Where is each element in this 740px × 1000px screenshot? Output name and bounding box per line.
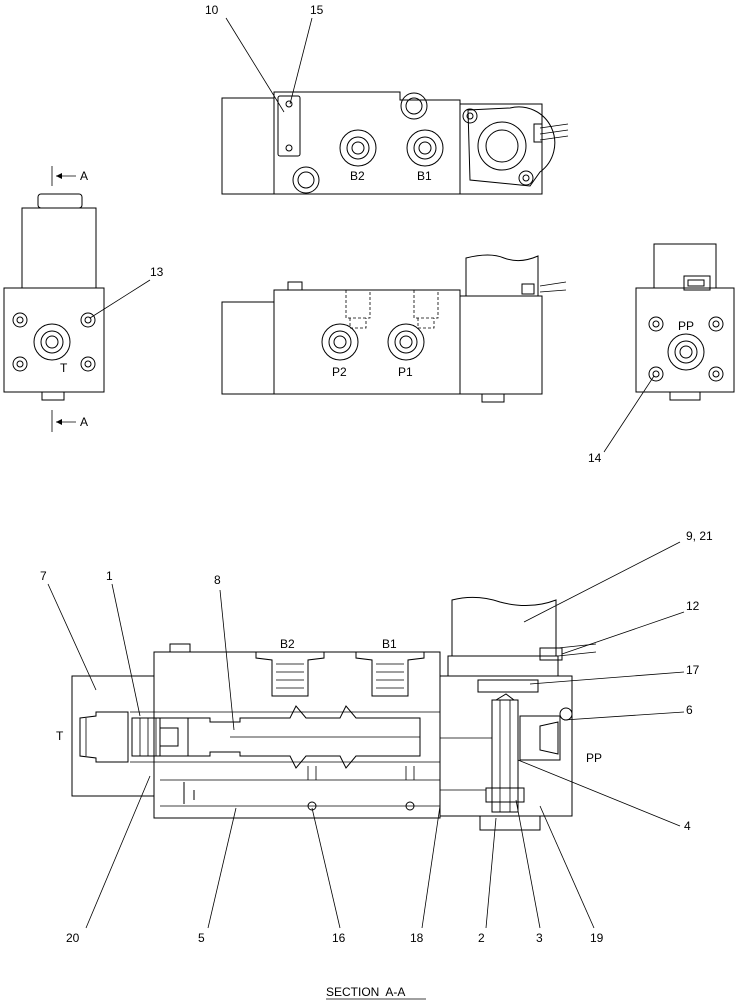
section-title: SECTION A-A (326, 985, 405, 999)
callout-3: 3 (536, 931, 543, 945)
port-label-pp: PP (678, 319, 694, 333)
section-mark-bottom: A (80, 415, 88, 429)
port-label-p2: P2 (332, 365, 347, 379)
callout-16: 16 (332, 931, 346, 945)
section-view: T B2 B1 PP (40, 529, 713, 1000)
left-end-view: T A A 13 (3, 166, 164, 432)
callout-4: 4 (684, 819, 691, 833)
callout-12: 12 (686, 599, 700, 613)
port-label-b2-section: B2 (280, 637, 295, 651)
right-end-view: PP 14 (588, 243, 735, 465)
port-label-t-section: T (56, 729, 64, 743)
port-label-t: T (60, 361, 68, 375)
callout-15: 15 (310, 3, 324, 17)
port-label-b2-top: B2 (350, 169, 365, 183)
front-view: P2 P1 (221, 254, 567, 403)
port-label-b1-top: B1 (417, 169, 432, 183)
callout-2: 2 (478, 931, 485, 945)
callout-6: 6 (686, 703, 693, 717)
callout-17: 17 (686, 663, 700, 677)
section-mark-top: A (80, 169, 88, 183)
port-label-pp-section: PP (586, 751, 602, 765)
callout-7: 7 (40, 569, 47, 583)
port-label-b1-section: B1 (382, 637, 397, 651)
callout-18: 18 (410, 931, 424, 945)
callout-5: 5 (198, 931, 205, 945)
port-label-p1: P1 (398, 365, 413, 379)
callout-19: 19 (590, 931, 604, 945)
top-view: B2 B1 10 15 (205, 3, 569, 195)
callout-14: 14 (588, 451, 602, 465)
callout-8: 8 (214, 573, 221, 587)
callout-20: 20 (66, 931, 80, 945)
callout-13: 13 (150, 265, 164, 279)
callout-9-21: 9, 21 (686, 529, 713, 543)
callout-10: 10 (205, 3, 219, 17)
callout-1: 1 (106, 569, 113, 583)
